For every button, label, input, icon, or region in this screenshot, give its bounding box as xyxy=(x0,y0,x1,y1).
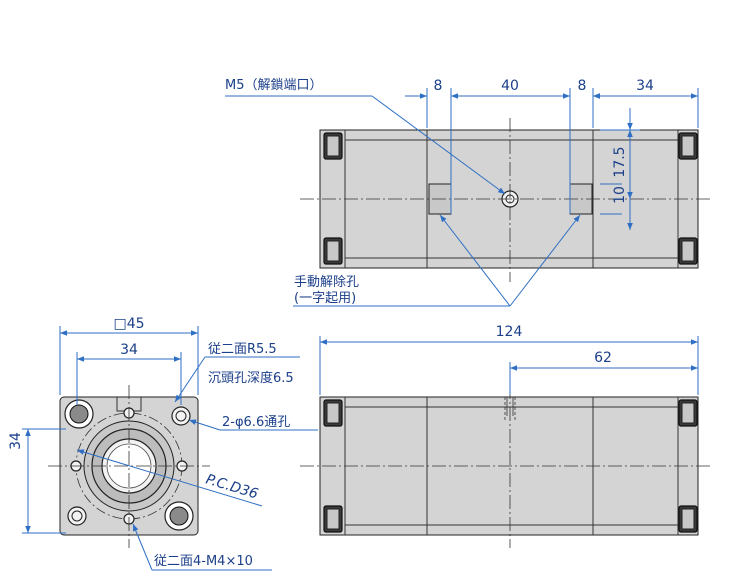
manual-release-label-2: (一字起用) xyxy=(294,291,356,306)
side-view xyxy=(48,385,210,548)
corner-cap-inner-tr xyxy=(681,135,695,157)
corner-cap-inner-tl xyxy=(326,135,340,157)
dim-62: 62 xyxy=(594,350,612,366)
label-r5-5: 従二面R5.5 xyxy=(208,342,277,357)
front-view xyxy=(300,385,712,548)
through-hole-bl xyxy=(67,506,87,526)
dim-124: 124 xyxy=(496,324,523,340)
dim-8-right: 8 xyxy=(578,78,587,94)
dim-34-vertical: 34 xyxy=(8,432,24,450)
label-through-hole: 2-φ6.6通孔 xyxy=(222,415,290,430)
side-view-dimensions: □45 34 34 従二面R5.5 沉頭孔深度6.5 2-φ6.6通孔 P.C.… xyxy=(8,316,318,571)
top-view xyxy=(300,118,712,282)
manual-release-label-1: 手動解除孔 xyxy=(294,275,359,290)
dim-10: 10 xyxy=(612,186,628,204)
dim-8-left: 8 xyxy=(434,78,443,94)
dim-34: 34 xyxy=(636,78,654,94)
dim-17-5: 17.5 xyxy=(612,146,628,177)
dim-34-horizontal: 34 xyxy=(120,342,138,358)
front-view-dimensions: 124 62 xyxy=(319,324,699,395)
m5-port-label: M5（解鎖端口） xyxy=(225,77,323,93)
corner-cap-inner-bl xyxy=(326,240,340,262)
corner-cap-inner-br xyxy=(681,240,695,262)
label-pcd: P.C.D36 xyxy=(204,472,260,503)
top-view-dimensions: 8 40 8 34 17.5 10 M5（解鎖端口） 手動解除孔 (一字起用) xyxy=(225,77,699,307)
through-hole-tr xyxy=(171,406,191,426)
dim-square-45: □45 xyxy=(113,316,144,332)
label-tapped: 従二面4-M4×10 xyxy=(154,554,253,569)
dim-40: 40 xyxy=(501,78,519,94)
label-counterbore: 沉頭孔深度6.5 xyxy=(208,370,294,386)
